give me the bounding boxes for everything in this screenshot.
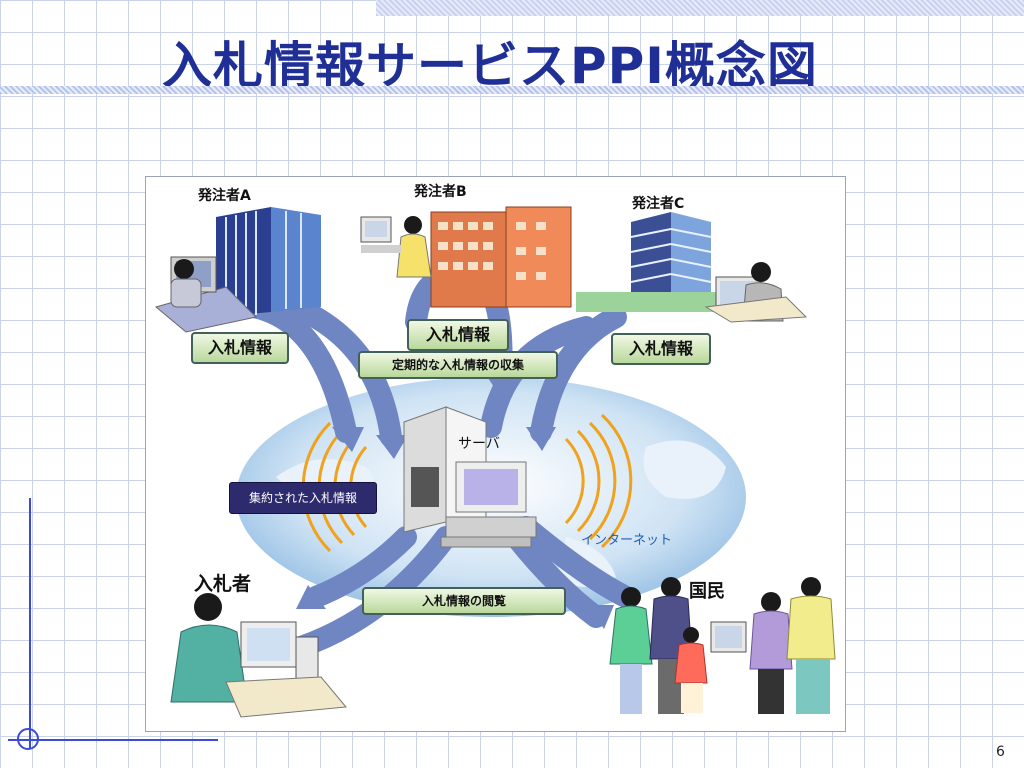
orderer-a-building <box>154 207 321 333</box>
concept-diagram: 発注者A 発注者B 発注者C 入札情報 入札情報 入札情報 定期的な入札情報の収… <box>145 176 846 732</box>
radio-waves-right <box>564 413 633 549</box>
bidder-figure <box>170 593 347 718</box>
top-decor-band <box>376 0 1024 16</box>
server-computer <box>403 406 537 548</box>
page-number: 6 <box>996 744 1005 760</box>
decor-horizontal-line <box>8 739 218 741</box>
orderer-c-name: 発注者C <box>632 196 685 212</box>
browse-info-label: 入札情報の閲覧 <box>362 587 566 615</box>
bid-info-label-a: 入札情報 <box>191 332 289 364</box>
decor-circle <box>17 728 39 750</box>
bidder-label: 入札者 <box>194 573 252 595</box>
orderer-a-name: 発注者A <box>198 188 251 204</box>
decor-vertical-line <box>29 498 31 748</box>
orderer-c-building <box>576 212 808 323</box>
internet-label: インターネット <box>581 533 673 548</box>
slide-title: 入札情報サービスPPI概念図 <box>162 37 818 95</box>
orderer-b-building <box>360 206 572 308</box>
periodic-collection-label: 定期的な入札情報の収集 <box>358 351 558 379</box>
server-label: サーバ <box>458 436 500 452</box>
title-rule <box>0 86 1024 94</box>
citizens-group <box>609 577 836 714</box>
bid-info-label-b: 入札情報 <box>407 319 509 351</box>
diagram-canvas <box>154 206 836 718</box>
orderer-b-name: 発注者B <box>414 184 467 200</box>
citizens-label: 国民 <box>689 581 725 602</box>
bid-info-label-c: 入札情報 <box>611 333 711 365</box>
aggregated-info-label: 集約された入札情報 <box>229 482 377 514</box>
